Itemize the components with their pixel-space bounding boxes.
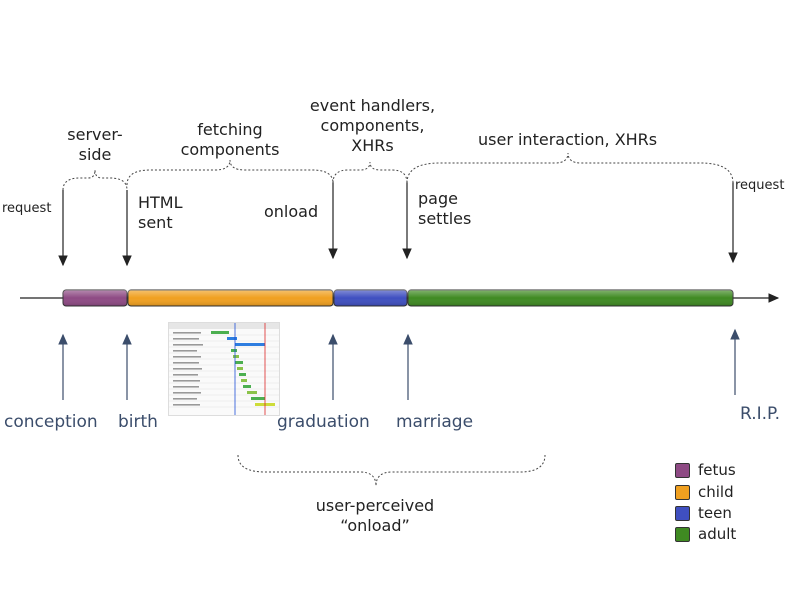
legend-item-adult: adult (675, 524, 736, 544)
legend-label-teen: teen (698, 504, 732, 522)
label-birth: birth (118, 412, 158, 432)
label-conception: conception (4, 412, 98, 432)
brace-server-side (62, 169, 128, 191)
legend-swatch-adult (675, 526, 690, 542)
legend-swatch-child (675, 484, 690, 500)
legend-item-teen: teen (675, 503, 732, 523)
legend-label-adult: adult (698, 525, 737, 543)
brace-user-interaction (406, 152, 734, 184)
label-rip: R.I.P. (740, 404, 781, 424)
legend-swatch-fetus (675, 462, 690, 478)
brace-fetching-components (126, 159, 334, 186)
label-user-perceived-onload: user-perceived “onload” (315, 496, 435, 535)
label-request-left: request (2, 201, 52, 216)
waterfall-chart-image (169, 323, 279, 415)
label-user-interaction: user interaction, XHRs (478, 130, 658, 149)
legend-swatch-teen (675, 505, 690, 521)
waterfall-chart-thumbnail (168, 322, 280, 416)
label-graduation: graduation (277, 412, 370, 432)
label-onload: onload (264, 202, 319, 221)
legend-label-fetus: fetus (698, 461, 736, 479)
label-html-sent: HTML sent (138, 193, 183, 232)
legend-item-child: child (675, 482, 734, 502)
label-server-side: server- side (67, 125, 123, 164)
label-event-handlers: event handlers, components, XHRs (309, 96, 436, 155)
legend-item-fetus: fetus (675, 460, 736, 480)
label-marriage: marriage (396, 412, 474, 432)
label-fetching-components: fetching components (180, 120, 280, 159)
label-page-settles: page settles (418, 189, 472, 228)
legend-label-child: child (698, 483, 734, 501)
stage-bar-shine (63, 290, 733, 306)
brace-user-perceived-onload (237, 454, 546, 487)
brace-event-handlers (332, 161, 408, 184)
label-request-right: request (735, 178, 785, 193)
